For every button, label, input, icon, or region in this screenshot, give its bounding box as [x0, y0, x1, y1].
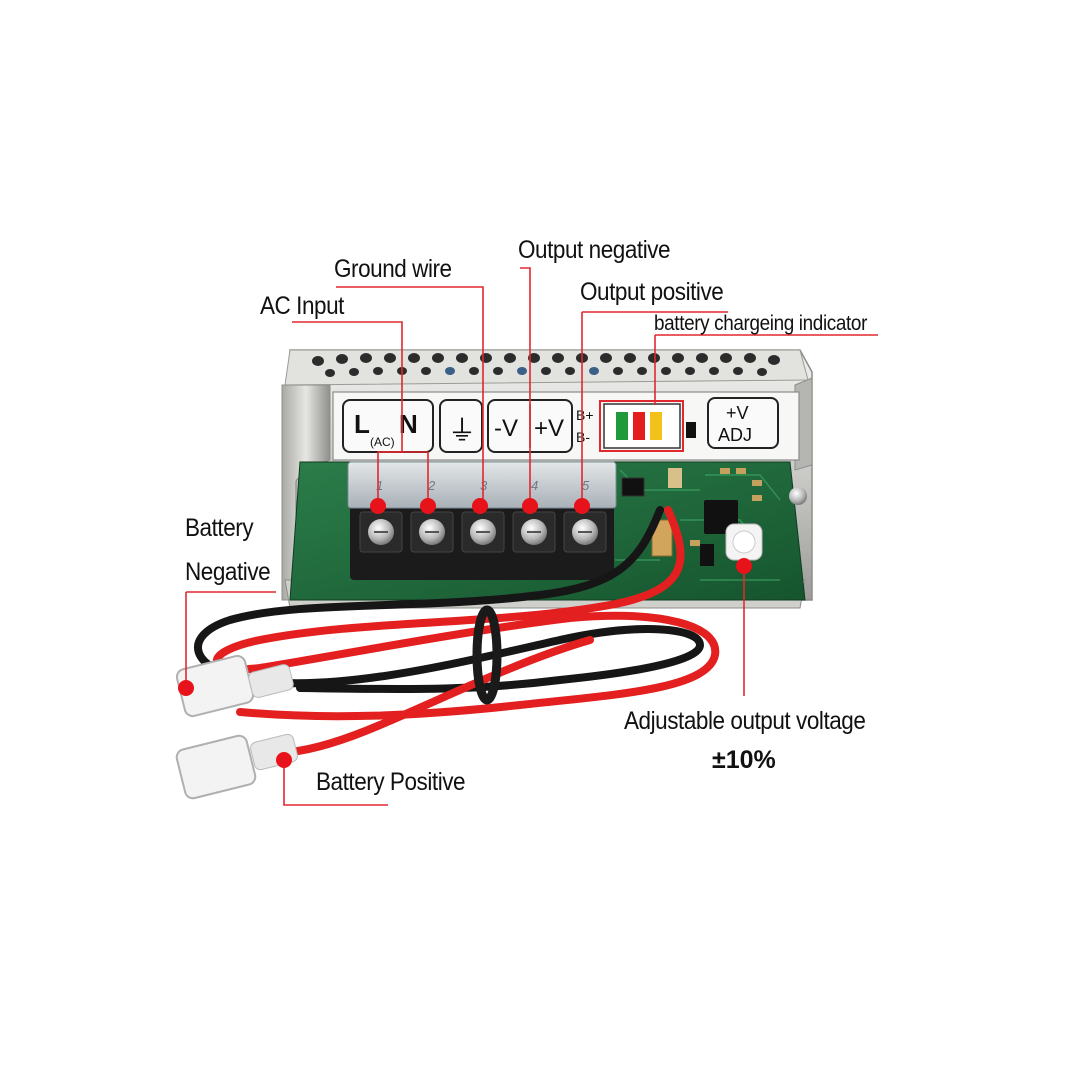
- battery-cables: [194, 506, 720, 756]
- indicator-highlight-box: [599, 400, 684, 452]
- battery-negative-lug: [175, 654, 294, 718]
- label-adj-bottom: ADJ: [718, 425, 752, 445]
- marker-terminal-2: [420, 498, 436, 514]
- callout-ac-input: AC Input: [260, 292, 344, 320]
- callout-output-positive: Output positive: [580, 278, 724, 306]
- adjustment-potentiometer: [725, 523, 763, 561]
- terminal-number-labels: 1 2 3 4 5: [376, 478, 590, 493]
- callout-battery-positive: Battery Positive: [316, 768, 466, 796]
- vent-holes: [312, 353, 780, 377]
- terminal-number-5: 5: [582, 478, 590, 493]
- battery-charging-indicator-leds: [603, 403, 696, 449]
- terminal-number-1: 1: [376, 478, 383, 493]
- marker-terminal-4: [522, 498, 538, 514]
- label-neutral: N: [399, 409, 418, 439]
- label-b-plus: B+: [576, 407, 594, 423]
- callout-adjustable-voltage: Adjustable output voltage: [624, 707, 866, 735]
- label-ground-symbol: ⏚: [448, 415, 476, 446]
- label-line: L: [354, 409, 370, 439]
- marker-terminal-1: [370, 498, 386, 514]
- terminal-number-4: 4: [531, 478, 538, 493]
- label-pos-v: +V: [534, 415, 564, 442]
- callout-battery-negative-line1: Battery: [185, 514, 254, 542]
- terminal-number-2: 2: [427, 478, 436, 493]
- marker-terminal-5: [574, 498, 590, 514]
- callout-output-negative: Output negative: [518, 236, 671, 264]
- label-b-minus: B-: [576, 429, 590, 445]
- terminal-screws: [359, 511, 607, 553]
- callout-battery-negative-line2: Negative: [185, 558, 271, 586]
- marker-potentiometer: [736, 558, 752, 574]
- callout-battery-indicator: battery chargeing indicator: [654, 312, 868, 335]
- callout-ground-wire: Ground wire: [334, 255, 452, 283]
- label-adj-top: +V: [726, 403, 749, 423]
- marker-battery-positive: [276, 752, 292, 768]
- callout-markers: [178, 498, 752, 768]
- label-panel: L N (AC) ⏚ -V +V B+ B- +V ADJ: [332, 391, 800, 461]
- terminal-number-3: 3: [480, 478, 488, 493]
- terminal-block: 1 2 3 4 5: [347, 461, 617, 580]
- callout-lines: [185, 267, 878, 806]
- battery-positive-lug: [175, 733, 298, 800]
- ground-wire-line: [336, 286, 484, 506]
- callout-adjustable-tolerance: ±10%: [712, 746, 776, 774]
- output-negative-line: [520, 267, 531, 506]
- battery-positive-line: [283, 760, 388, 806]
- label-neg-v: -V: [494, 415, 518, 442]
- marker-battery-negative: [178, 680, 194, 696]
- label-ac: (AC): [370, 435, 395, 449]
- marker-terminal-3: [472, 498, 488, 514]
